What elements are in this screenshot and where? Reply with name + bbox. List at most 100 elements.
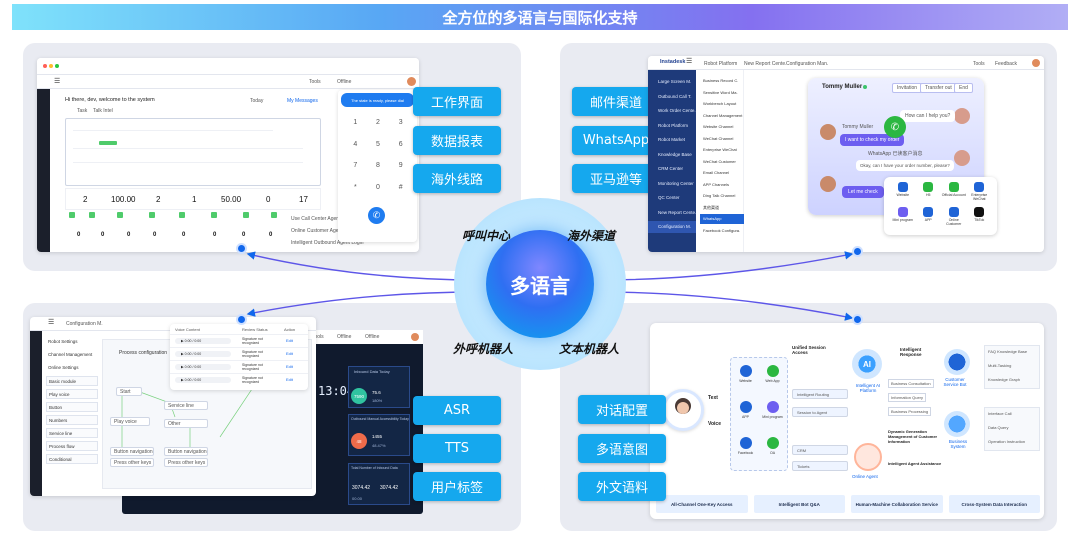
channel-2[interactable]: Official Account <box>941 182 967 207</box>
offline-button-2[interactable]: Offline <box>365 334 380 340</box>
sub-item-3[interactable]: Channel Management <box>703 112 743 118</box>
nav-item-1[interactable]: Outbound Call T. <box>658 93 692 99</box>
flow-node-button-nav-2[interactable]: Button navigation <box>164 447 208 456</box>
settings-item-5[interactable]: Button <box>46 402 98 412</box>
nav-item-6[interactable]: CRM Center <box>658 166 684 171</box>
audio-player[interactable]: ▶ 0:00 / 0:00 <box>175 364 231 370</box>
sub-item-9[interactable]: APP Channels <box>703 181 729 187</box>
tab-task[interactable]: Task <box>77 108 88 114</box>
nav-item-5[interactable]: Knowledge Base <box>658 151 692 157</box>
dial-key-4[interactable]: 5 <box>376 140 380 148</box>
tab-configuration[interactable]: Configuration Man. <box>786 61 829 67</box>
settings-item-8[interactable]: Process flow <box>46 441 98 451</box>
channel-1[interactable]: H5 <box>916 182 942 207</box>
chat-tab-transfer[interactable]: Transfer out <box>920 83 957 93</box>
dial-key-10[interactable]: 0 <box>376 183 380 191</box>
settings-item-2[interactable]: Online Settings <box>48 365 79 370</box>
channel-0[interactable]: Website <box>890 182 916 207</box>
audio-player[interactable]: ▶ 0:00 / 0:00 <box>175 377 231 383</box>
tab-new-report[interactable]: New Report Cente. <box>744 61 787 67</box>
flow-node-other[interactable]: Other <box>164 419 208 428</box>
nav-item-10[interactable]: Configuration M. <box>648 221 696 233</box>
audio-player[interactable]: ▶ 0:00 / 0:00 <box>175 338 231 344</box>
sub-item-6[interactable]: Enterprise WeChat <box>703 147 737 152</box>
dial-key-2[interactable]: 3 <box>398 119 403 127</box>
settings-item-7[interactable]: Service line <box>46 428 98 438</box>
dial-key-9[interactable]: * <box>353 183 357 191</box>
menu-icon[interactable]: ☰ <box>686 58 693 65</box>
window-close-dot[interactable] <box>43 64 47 68</box>
chat-tab-invitation[interactable]: Invitation <box>892 83 923 93</box>
nav-item-4[interactable]: Robot Market <box>658 137 686 142</box>
nav-item-9[interactable]: New Report Cente. <box>658 209 696 215</box>
edit-action[interactable]: Edit <box>286 338 293 343</box>
sub-item-12[interactable]: WhatsApp <box>700 214 744 224</box>
nav-item-7[interactable]: Monitoring Center <box>658 180 694 186</box>
settings-item-1[interactable]: Channel Management <box>48 352 93 357</box>
flow-node-start[interactable]: Start <box>116 387 142 396</box>
agent-login-2[interactable]: Intelligent Outbound Agent Login <box>291 240 364 246</box>
tab-talk[interactable]: Talk Intel <box>93 108 113 114</box>
menu-icon[interactable]: ☰ <box>54 78 61 85</box>
channel-5[interactable]: APP <box>916 207 942 232</box>
sub-item-10[interactable]: Ding Talk Channel <box>703 193 736 198</box>
nav-item-3[interactable]: Robot Platform <box>658 122 689 128</box>
settings-item-3[interactable]: Basic module <box>46 376 98 386</box>
sub-item-4[interactable]: Website Channel <box>703 124 734 129</box>
edit-action[interactable]: Edit <box>286 364 293 369</box>
tools-button[interactable]: Tools <box>312 334 324 340</box>
sub-item-1[interactable]: Sensitive Word Ma. <box>703 89 738 95</box>
flow-node-button-nav[interactable]: Button navigation <box>110 447 154 456</box>
tab-configuration[interactable]: Configuration M. <box>66 321 103 327</box>
edit-action[interactable]: Edit <box>286 377 293 382</box>
edit-action[interactable]: Edit <box>286 351 293 356</box>
flow-node-play[interactable]: Play voice <box>110 417 150 426</box>
avatar[interactable] <box>1032 59 1040 67</box>
sub-item-0[interactable]: Business Record C. <box>703 78 739 83</box>
dial-key-6[interactable]: 7 <box>353 162 358 170</box>
dial-key-8[interactable]: 9 <box>398 162 403 170</box>
tab-robot-platform[interactable]: Robot Platform <box>704 61 738 67</box>
feedback-button[interactable]: Feedback <box>995 61 1017 67</box>
sub-item-13[interactable]: Facebook Configura. <box>703 227 741 233</box>
agent-login-0[interactable]: Use Call Center Agent Login <box>291 216 355 222</box>
channel-4[interactable]: Mini program <box>890 207 916 232</box>
dial-key-1[interactable]: 2 <box>376 119 380 127</box>
avatar[interactable] <box>407 77 416 86</box>
settings-item-0[interactable]: Robot Settings <box>48 339 78 344</box>
sub-item-2[interactable]: Workbench Layout <box>703 101 737 106</box>
channel-3[interactable]: Enterprise WeChat <box>967 182 993 207</box>
sub-item-5[interactable]: WeChat Channel <box>703 135 734 141</box>
channel-6[interactable]: Online Customer <box>941 207 967 232</box>
flow-node-service-line[interactable]: Service line <box>164 401 208 410</box>
settings-item-4[interactable]: Play voice <box>46 389 98 399</box>
settings-item-6[interactable]: Numbers <box>46 415 98 425</box>
tools-button[interactable]: Tools <box>973 61 985 67</box>
flow-node-other-keys[interactable]: Press other keys <box>110 458 154 467</box>
window-min-dot[interactable] <box>49 64 53 68</box>
my-messages-link[interactable]: My Messages <box>287 98 318 104</box>
channel-7[interactable]: TikTok <box>967 207 993 232</box>
dial-key-0[interactable]: 1 <box>353 119 358 127</box>
offline-button[interactable]: Offline <box>337 79 352 85</box>
window-max-dot[interactable] <box>55 64 59 68</box>
tools-button[interactable]: Tools <box>309 79 321 85</box>
flow-node-other-keys-2[interactable]: Press other keys <box>164 458 208 467</box>
sub-item-11[interactable]: 其他渠道 <box>703 204 719 210</box>
dial-key-5[interactable]: 6 <box>398 140 403 148</box>
agent-login-1[interactable]: Online Customer Agent Login <box>291 228 357 234</box>
sub-item-8[interactable]: Email Channel <box>703 170 730 175</box>
avatar[interactable] <box>411 333 419 341</box>
settings-item-9[interactable]: Conditional <box>46 454 98 464</box>
call-button[interactable]: ✆ <box>368 207 385 224</box>
menu-icon[interactable]: ☰ <box>48 319 55 326</box>
sub-item-7[interactable]: WeChat Customer <box>703 158 736 164</box>
nav-item-0[interactable]: Large Screen M. <box>658 79 692 84</box>
dial-key-3[interactable]: 4 <box>353 140 358 148</box>
nav-item-8[interactable]: QC Center <box>658 195 680 200</box>
audio-player[interactable]: ▶ 0:00 / 0:00 <box>175 351 231 357</box>
dial-key-11[interactable]: # <box>398 183 403 191</box>
offline-button[interactable]: Offline <box>337 334 352 340</box>
nav-item-2[interactable]: Work Order Cente. <box>658 108 696 113</box>
chat-tab-end[interactable]: End <box>954 83 973 93</box>
